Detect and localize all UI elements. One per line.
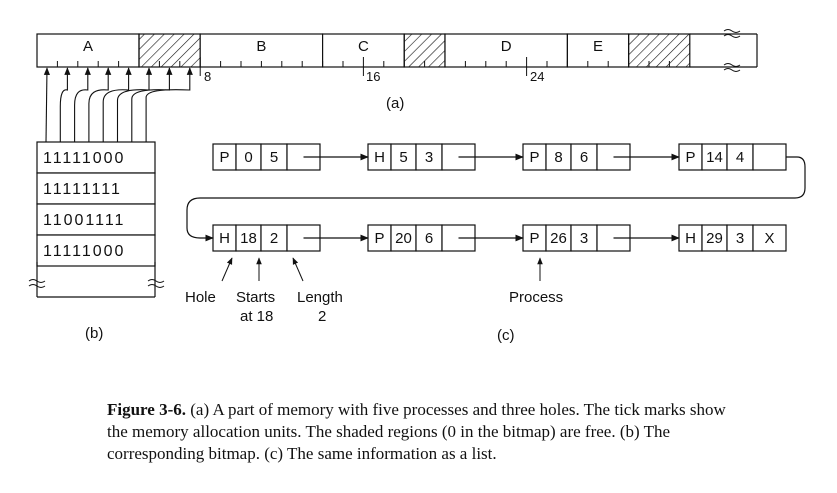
row1-node-1-value-2: 3	[425, 149, 433, 166]
row1-node-3-cell-3	[752, 143, 787, 171]
break-mark-bottom	[723, 63, 741, 72]
row2-node-2-cell-1	[545, 224, 572, 252]
row2-node-1-cell-2	[415, 224, 443, 252]
bitmap-arrow-1	[59, 67, 71, 142]
bitmap-arrow-7	[145, 67, 193, 142]
row2-node-1-value-1: 20	[395, 230, 412, 247]
memory-process-A	[36, 33, 140, 68]
row2-node-3-value-1: 29	[706, 230, 723, 247]
bitmap-row-1	[36, 172, 156, 205]
row1-node-3-cell-1	[701, 143, 728, 171]
bitmap-row-2	[36, 203, 156, 236]
annotation-hole: Hole	[185, 289, 216, 306]
row2-node-0-value-2: 2	[270, 230, 278, 247]
annotation-length-line2: 2	[318, 308, 326, 325]
memory-strip: A B C D E 8 16 24 (a)	[36, 29, 758, 112]
caption-text: (a) A part of memory with five processes…	[107, 400, 726, 463]
memory-label-E: E	[593, 38, 603, 55]
row2-node-0-value-0: H	[219, 230, 230, 247]
bitmap-to-memory-arrows	[43, 67, 193, 143]
row2-node-3-value-2: 3	[736, 230, 744, 247]
row1-node-0-cell-2	[260, 143, 288, 171]
memory-hole-1	[138, 33, 201, 68]
row2-node-0-value-1: 18	[240, 230, 257, 247]
memory-process-E	[566, 33, 630, 68]
row1-node-3-value-0: P	[685, 149, 695, 166]
bitmap-arrow-4	[102, 67, 132, 142]
annotation-starts-line2: at 18	[240, 308, 273, 325]
row1-node-2-value-2: 6	[580, 149, 588, 166]
annotation-length-line1: Length	[297, 289, 343, 306]
wrap-around-connector	[186, 156, 806, 242]
length-pointer-arrow	[292, 257, 304, 282]
bitmap-row-3	[36, 234, 156, 267]
row1-node-0-cell-1	[235, 143, 262, 171]
bitmap-break-right	[147, 279, 165, 288]
row1-node-2-cell-1	[545, 143, 572, 171]
bitmap-row-bits-1: 11111111	[43, 181, 122, 198]
memory-label-D: D	[501, 38, 512, 55]
caption-figure-number: Figure 3-6.	[107, 400, 187, 419]
row1-node-3-value-1: 14	[706, 149, 723, 166]
hole-pointer-arrow	[221, 257, 233, 282]
part-label-a: (a)	[386, 95, 404, 112]
tick-label-16: 16	[366, 69, 380, 84]
memory-label-A: A	[83, 38, 93, 55]
part-label-c: (c)	[497, 327, 515, 344]
memory-hole-7	[627, 33, 691, 68]
bitmap: 11111000 11111111 11001111 11111000 (b)	[28, 141, 165, 342]
row1-node-2-value-1: 8	[554, 149, 562, 166]
bitmap-arrow-2	[74, 67, 91, 142]
row1-node-1-value-0: H	[374, 149, 385, 166]
row1-node-0-value-1: 0	[244, 149, 252, 166]
annotation-starts-line1: Starts	[236, 289, 275, 306]
memory-label-B: B	[256, 38, 266, 55]
bitmap-arrow-0	[43, 67, 50, 143]
row1-node-1-cell-2	[415, 143, 443, 171]
row1-node-0-value-0: P	[219, 149, 229, 166]
row2-node-1-value-0: P	[374, 230, 384, 247]
row2-node-3-value-3: X	[764, 230, 774, 247]
row1-node-3-value-2: 4	[736, 149, 744, 166]
bitmap-row-bits-2: 11001111	[43, 212, 125, 229]
bitmap-row-bits-3: 11111000	[43, 243, 125, 260]
bitmap-break-left	[28, 279, 46, 288]
row2-node-2-value-0: P	[529, 230, 539, 247]
row2-node-2-value-1: 26	[550, 230, 567, 247]
row2-node-3-value-0: H	[685, 230, 696, 247]
row2-node-1-value-2: 6	[425, 230, 433, 247]
annotation-process: Process	[509, 289, 563, 306]
row1-node-2-value-0: P	[529, 149, 539, 166]
row2-node-3-cell-3	[752, 224, 787, 252]
bitmap-arrow-5	[116, 67, 153, 142]
row1-node-0-value-2: 5	[270, 149, 278, 166]
figure-caption: Figure 3-6. (a) A part of memory with fi…	[107, 399, 747, 465]
row1-node-2-cell-2	[570, 143, 598, 171]
tick-label-24: 24	[530, 69, 544, 84]
bitmap-arrow-6	[131, 67, 173, 142]
break-mark-top	[723, 29, 741, 38]
bitmap-arrow-3	[88, 67, 112, 142]
row2-node-3-cell-1	[701, 224, 728, 252]
row1-node-3-cell-2	[726, 143, 754, 171]
memory-label-C: C	[358, 38, 369, 55]
row2-node-2-value-2: 3	[580, 230, 588, 247]
tick-label-8: 8	[204, 69, 211, 84]
bitmap-row-bits-0: 11111000	[43, 150, 125, 167]
part-label-b: (b)	[85, 325, 103, 342]
row1-node-1-value-1: 5	[399, 149, 407, 166]
